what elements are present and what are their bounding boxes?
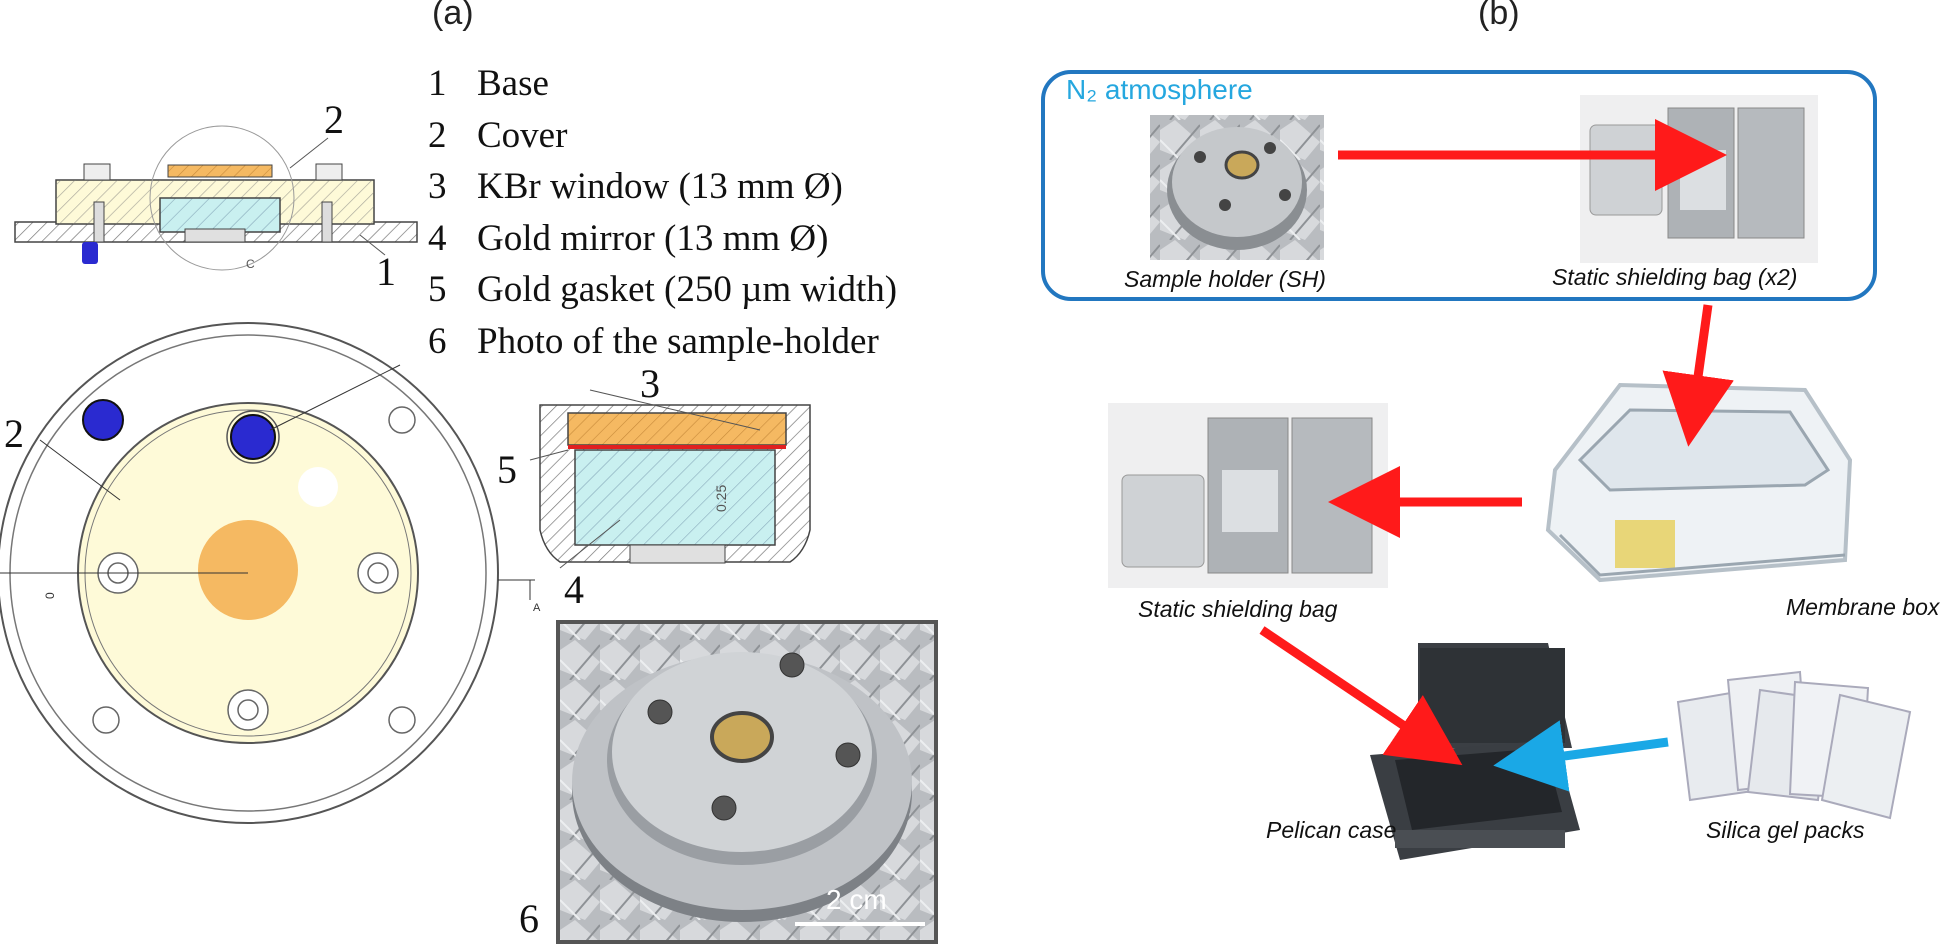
- panel-b-label: (b): [1478, 0, 1520, 32]
- detail-c-mark: C: [246, 257, 255, 271]
- legend-row: 5 Gold gasket (250 µm width): [428, 264, 897, 316]
- plan-view: [0, 322, 535, 824]
- callout-detail-5: 5: [497, 447, 517, 492]
- legend-text: Gold mirror (13 mm Ø): [477, 217, 829, 259]
- side-section-view: [14, 125, 418, 271]
- caption-static-bag-x2: Static shielding bag (x2): [1552, 264, 1798, 290]
- caption-silica-gel: Silica gel packs: [1706, 817, 1865, 843]
- arrow-bag-to-case: [1259, 626, 1463, 766]
- legend-row: 6 Photo of the sample-holder: [428, 316, 897, 368]
- silica-gel-thumb: [1676, 670, 1912, 820]
- sample-holder-thumb: [1150, 115, 1324, 260]
- legend-row: 3 KBr window (13 mm Ø): [428, 161, 897, 213]
- legend-row: 1 Base: [428, 58, 897, 110]
- callout-plan-2: 2: [4, 411, 24, 456]
- legend-text: Gold gasket (250 µm width): [477, 269, 898, 310]
- pelican-case-thumb: [1370, 643, 1580, 860]
- callout-detail-3: 3: [640, 361, 660, 406]
- static-bags-x2-thumb: [1580, 95, 1818, 263]
- sample-holder-photo: [556, 620, 938, 944]
- callout-side-1: 1: [376, 249, 396, 294]
- detail-section-view: [529, 389, 811, 569]
- n2-atmosphere-label: N₂ atmosphere: [1066, 74, 1253, 105]
- legend-number: 4: [428, 217, 447, 259]
- callout-photo-6: 6: [519, 896, 539, 941]
- dim-025-mark: 0.25: [713, 485, 729, 512]
- section-a-mark: A: [533, 602, 541, 614]
- legend-number: 6: [428, 320, 447, 362]
- legend-row: 4 Gold mirror (13 mm Ø): [428, 213, 897, 265]
- arrow-gel-to-case: [1493, 720, 1669, 792]
- n2-atmosphere-box: [1041, 70, 1877, 301]
- legend-text: Base: [477, 63, 549, 104]
- legend-number: 3: [428, 166, 447, 207]
- callout-top-2: 2: [324, 97, 344, 142]
- legend-number: 1: [428, 63, 447, 104]
- caption-membrane-box: Membrane box: [1786, 594, 1940, 620]
- arrow-bags-to-membrane: [1662, 304, 1734, 447]
- panel-a-label: (a): [432, 0, 474, 32]
- legend-text: Photo of the sample-holder: [477, 320, 879, 362]
- legend-row: 2 Cover: [428, 110, 897, 162]
- static-bag-thumb: [1108, 403, 1388, 588]
- scale-bar-label: 2 cm: [826, 884, 887, 915]
- legend-text: Cover: [477, 114, 568, 156]
- caption-static-bag: Static shielding bag: [1138, 596, 1338, 622]
- caption-pelican-case: Pelican case: [1266, 817, 1397, 843]
- legend-number: 2: [428, 114, 447, 156]
- membrane-box-thumb: [1545, 382, 1853, 583]
- flow-arrows: [1259, 119, 1734, 792]
- caption-sample-holder: Sample holder (SH): [1124, 266, 1326, 292]
- legend-number: 5: [428, 269, 447, 310]
- legend-text: KBr window (13 mm Ø): [477, 166, 843, 207]
- dim-0-mark: 0: [43, 592, 57, 599]
- callout-detail-4: 4: [564, 567, 584, 612]
